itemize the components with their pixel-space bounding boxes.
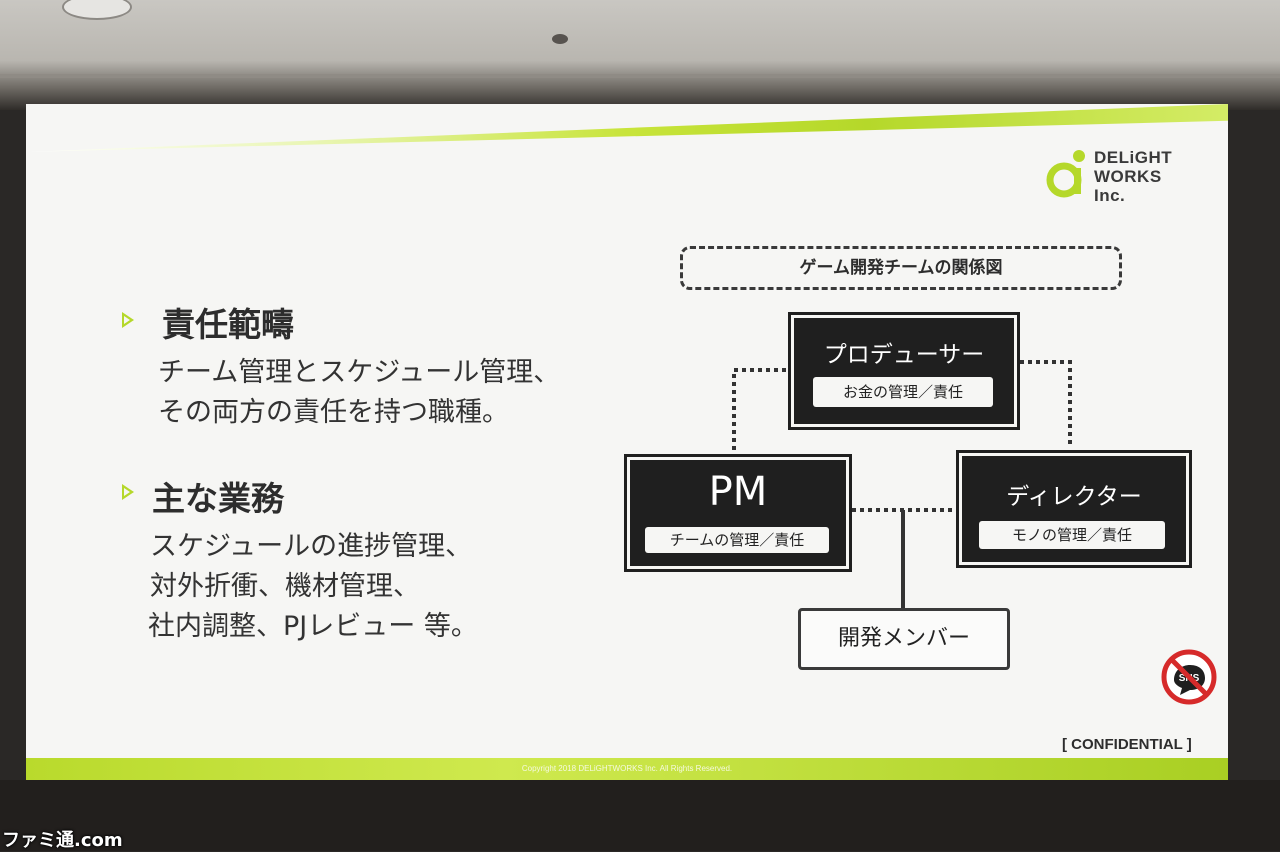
slide: DELiGHT WORKS Inc. 責任範疇 チーム管理とスケジュール管理、 … — [26, 104, 1228, 780]
node-producer: プロデューサー お金の管理／責任 — [794, 318, 1014, 424]
watermark: ファミ通.com — [2, 830, 123, 851]
node-dev-members: 開発メンバー — [798, 608, 1010, 670]
bullet-icon — [122, 312, 134, 328]
logo-text: DELiGHT WORKS Inc. — [1094, 148, 1173, 205]
node-producer-sub: お金の管理／責任 — [813, 377, 993, 407]
copyright-text: Copyright 2018 DELiGHTWORKS Inc. All Rig… — [521, 764, 733, 773]
confidential-label: [ CONFIDENTIAL ] — [1062, 736, 1192, 753]
section-line: 社内調整、PJレビュー 等。 — [148, 611, 478, 642]
bullet-icon — [122, 484, 134, 500]
node-pm-sub: チームの管理／責任 — [645, 527, 829, 553]
diagram-connectors — [732, 360, 1072, 608]
node-director-title: ディレクター — [1006, 484, 1142, 510]
ceiling-rail — [0, 74, 1280, 78]
section-line: スケジュールの進捗管理、 — [150, 531, 473, 562]
ceiling-camera — [552, 34, 568, 44]
producer-pm-connector — [732, 368, 790, 474]
node-director-sub: モノの管理／責任 — [979, 521, 1165, 549]
ceiling-light — [62, 0, 132, 20]
company-logo: DELiGHT WORKS Inc. — [1046, 148, 1206, 208]
section-heading-duties: 主な業務 — [152, 479, 284, 518]
node-pm: PM チームの管理／責任 — [630, 460, 846, 566]
producer-director-connector — [1012, 360, 1072, 448]
node-producer-title: プロデューサー — [823, 342, 985, 368]
no-sns-icon: SNS — [1161, 649, 1217, 705]
section-line: 対外折衝、機材管理、 — [150, 571, 420, 602]
node-director: ディレクター モノの管理／責任 — [962, 456, 1186, 562]
section-heading-scope: 責任範疇 — [162, 305, 294, 344]
section-line: チーム管理とスケジュール管理、 — [158, 357, 561, 388]
bottom-accent-band — [26, 758, 1228, 780]
section-line: その両方の責任を持つ職種。 — [158, 397, 509, 428]
node-pm-title: PM — [708, 469, 768, 515]
ceiling — [0, 0, 1280, 110]
room-floor — [0, 780, 1280, 851]
diagram-title: ゲーム開発チームの関係図 — [680, 246, 1122, 290]
logo-mark-icon — [1046, 150, 1085, 198]
